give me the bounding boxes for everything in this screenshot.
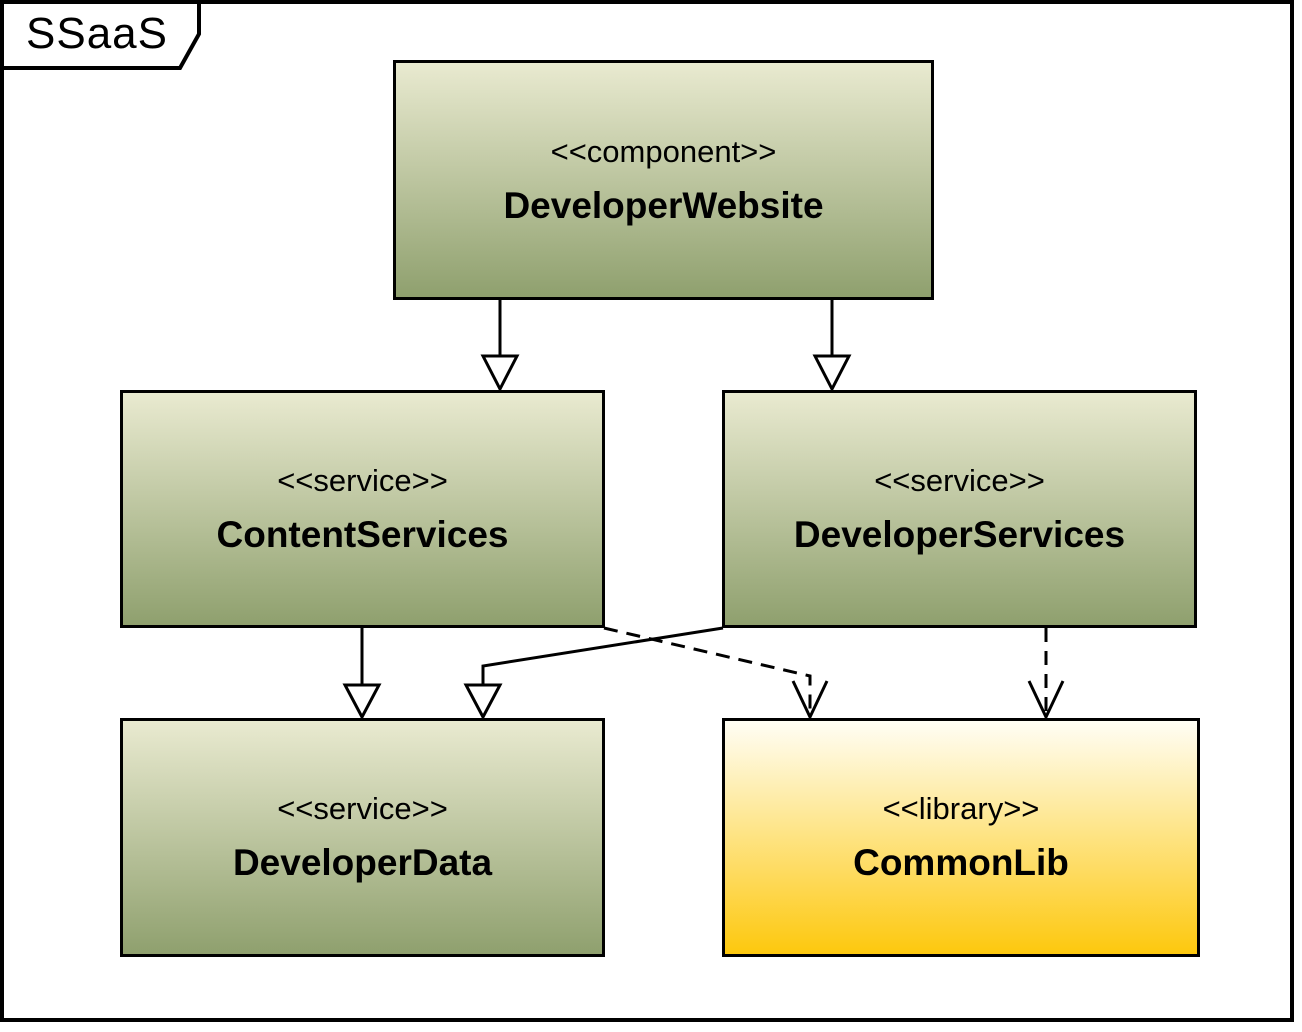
open-triangle-arrowhead bbox=[463, 683, 503, 721]
library-common-lib: <<library>> CommonLib bbox=[722, 718, 1200, 957]
connector-website-to-contentservices bbox=[480, 299, 520, 393]
connector-developerservices-to-commonlib bbox=[1027, 628, 1065, 721]
stereotype-label: <<library>> bbox=[882, 791, 1040, 826]
stereotype-label: <<service>> bbox=[277, 462, 448, 498]
open-triangle-arrowhead bbox=[812, 354, 852, 393]
service-name: DeveloperData bbox=[232, 842, 493, 883]
service-name: DeveloperServices bbox=[793, 513, 1126, 555]
stereotype-label: <<service>> bbox=[277, 791, 448, 826]
service-developer-services: <<service>> DeveloperServices bbox=[722, 390, 1197, 628]
frame-label-tab bbox=[0, 0, 201, 70]
stereotype-label: <<service>> bbox=[874, 462, 1045, 498]
library-name: CommonLib bbox=[853, 842, 1069, 883]
connector-contentservices-to-commonlib bbox=[603, 626, 829, 721]
component-name: DeveloperWebsite bbox=[503, 184, 824, 226]
open-v-arrowhead bbox=[1027, 680, 1065, 721]
open-triangle-arrowhead bbox=[342, 683, 382, 721]
service-developer-data: <<service>> DeveloperData bbox=[120, 718, 605, 957]
open-v-arrowhead bbox=[791, 680, 829, 721]
connector-contentservices-to-developerdata bbox=[342, 627, 382, 721]
frame-title: SSaaS bbox=[26, 9, 168, 58]
component-developer-website: <<component>> DeveloperWebsite bbox=[393, 60, 934, 300]
open-triangle-arrowhead bbox=[480, 354, 520, 393]
connector-developerservices-to-developerdata bbox=[463, 626, 724, 721]
connector-website-to-developerservices bbox=[812, 299, 852, 393]
service-content-services: <<service>> ContentServices bbox=[120, 390, 605, 628]
stereotype-label: <<component>> bbox=[550, 133, 777, 169]
service-name: ContentServices bbox=[216, 513, 509, 555]
